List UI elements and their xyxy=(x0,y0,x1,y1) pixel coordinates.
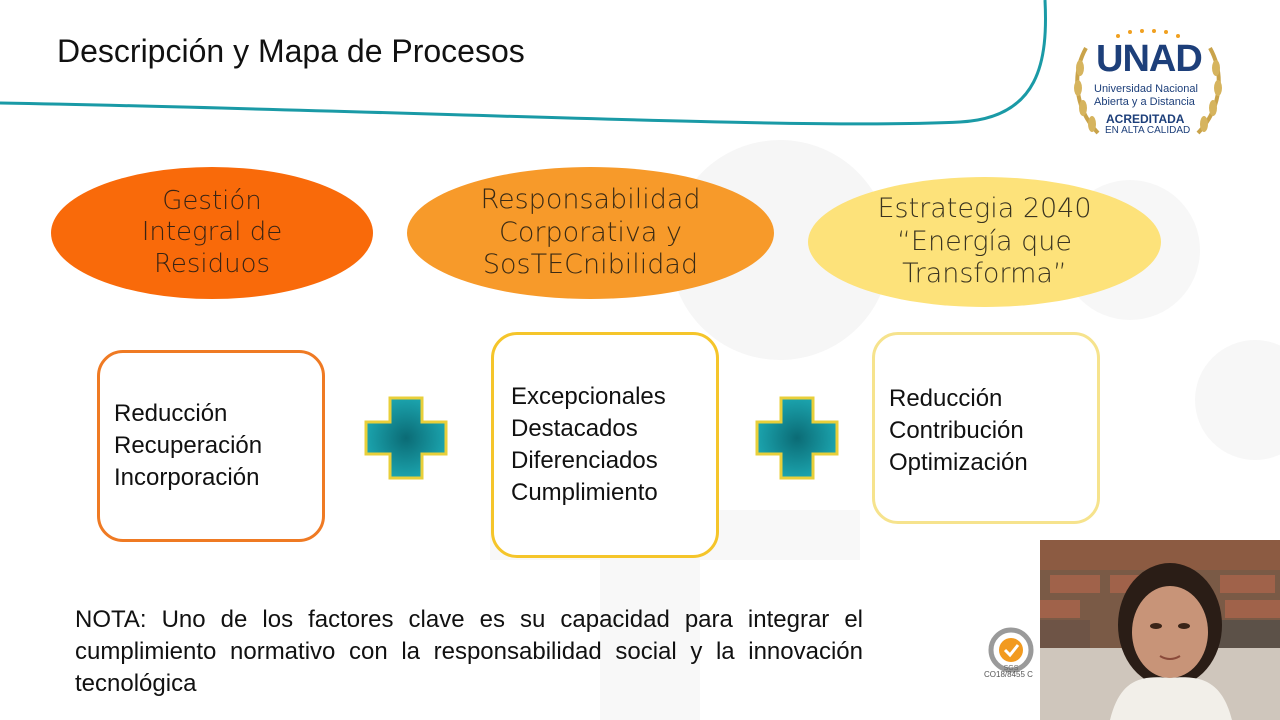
pillar-title-responsabilidad: Responsabilidad Corporativa y SosTECnibi… xyxy=(407,167,774,299)
pillar-items-text: Reducción Contribución Optimización xyxy=(889,385,1028,476)
logo-wordmark: UNAD xyxy=(1096,38,1203,80)
plus-icon xyxy=(755,396,839,480)
slide-title: Descripción y Mapa de Procesos xyxy=(57,33,525,69)
unad-logo: UNAD Universidad Nacional Abierta y a Di… xyxy=(1068,28,1228,140)
pillar-title-residuos: Gestión Integral de Residuos xyxy=(51,167,373,299)
sgs-label: SGS xyxy=(1004,665,1019,672)
pillar-items-text: Excepcionales Destacados Diferenciados C… xyxy=(511,383,666,506)
pillar-items-residuos: Reducción Recuperación Incorporación xyxy=(97,350,325,542)
logo-line-4: EN ALTA CALIDAD xyxy=(1105,125,1191,136)
logo-line-3: ACREDITADA xyxy=(1106,112,1185,126)
logo-line-1: Universidad Nacional xyxy=(1094,83,1198,95)
pillar-title-estrategia: Estrategia 2040 “Energía que Transforma” xyxy=(808,177,1161,307)
pillar-items-text: Reducción Recuperación Incorporación xyxy=(114,400,263,491)
sgs-code: CO18/8455 C xyxy=(984,670,1033,679)
pillar-items-estrategia: Reducción Contribución Optimización xyxy=(872,332,1100,524)
laurel-icon xyxy=(1074,29,1222,135)
sgs-certification-icon: SGS xyxy=(988,627,1034,673)
pillar-items-responsabilidad: Excepcionales Destacados Diferenciados C… xyxy=(491,332,719,558)
title-underline-decoration xyxy=(0,0,1047,126)
logo-line-2: Abierta y a Distancia xyxy=(1094,96,1195,108)
note-text: NOTA: Uno de los factores clave es su ca… xyxy=(75,606,863,697)
plus-icon xyxy=(364,396,448,480)
presenter-video-icon xyxy=(1040,540,1280,720)
webcam-video-feed xyxy=(1040,540,1280,720)
